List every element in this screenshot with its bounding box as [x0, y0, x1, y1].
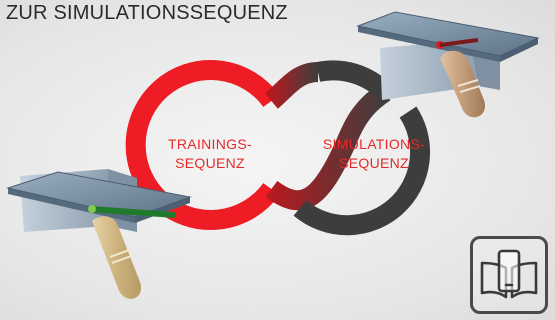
training-loop-arc — [125, 60, 280, 230]
simulation-sequence-line1: SIMULATIONS- — [322, 136, 426, 152]
simulation-loop — [293, 60, 431, 236]
simulation-sequence-label: SIMULATIONS- SEQUENZ — [318, 135, 430, 173]
training-sequence-line1: TRAININGS- — [168, 136, 252, 152]
training-sequence-label: TRAININGS- SEQUENZ — [160, 135, 260, 173]
page-title: ZUR SIMULATIONSSEQUENZ — [6, 2, 288, 24]
simulation-loop-top-arc — [315, 60, 393, 100]
graduation-cap-right-icon — [356, 11, 540, 118]
tassel-left — [92, 216, 142, 299]
loop-crossing-lower — [265, 83, 391, 211]
loop-crossing-upper — [264, 62, 319, 109]
book-tablet-button[interactable] — [470, 236, 548, 314]
simulation-loop-arc — [293, 106, 431, 236]
training-loop — [125, 60, 280, 230]
graduation-cap-left-icon — [6, 169, 192, 299]
training-sequence-line2: SEQUENZ — [175, 155, 245, 171]
simulation-sequence-line2: SEQUENZ — [339, 155, 409, 171]
book-tablet-icon — [480, 249, 538, 299]
